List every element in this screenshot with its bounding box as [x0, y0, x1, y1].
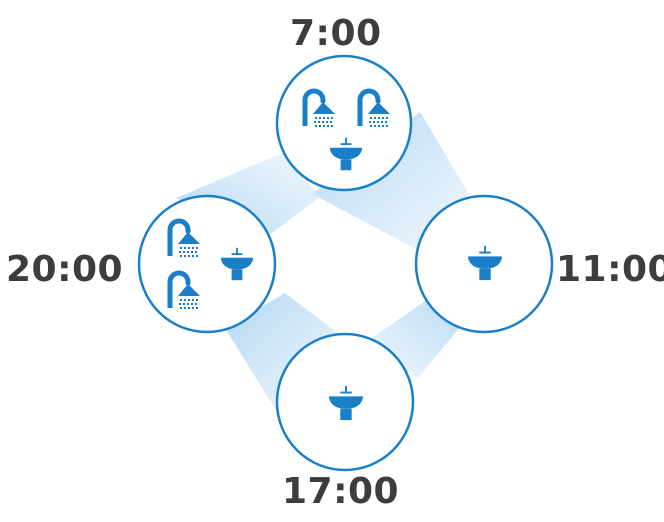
time-label-right: 11:00 — [556, 249, 664, 290]
band-left-top — [176, 152, 320, 240]
time-label-left: 20:00 — [6, 249, 124, 290]
time-label-bottom: 17:00 — [282, 471, 400, 512]
node-left — [137, 194, 277, 334]
band-top-right — [312, 112, 475, 250]
time-label-top: 7:00 — [290, 13, 382, 54]
node-right — [414, 194, 554, 334]
node-circle — [137, 194, 277, 334]
band-bottom-left — [225, 293, 344, 412]
node-top — [275, 54, 413, 192]
node-bottom — [275, 332, 415, 472]
